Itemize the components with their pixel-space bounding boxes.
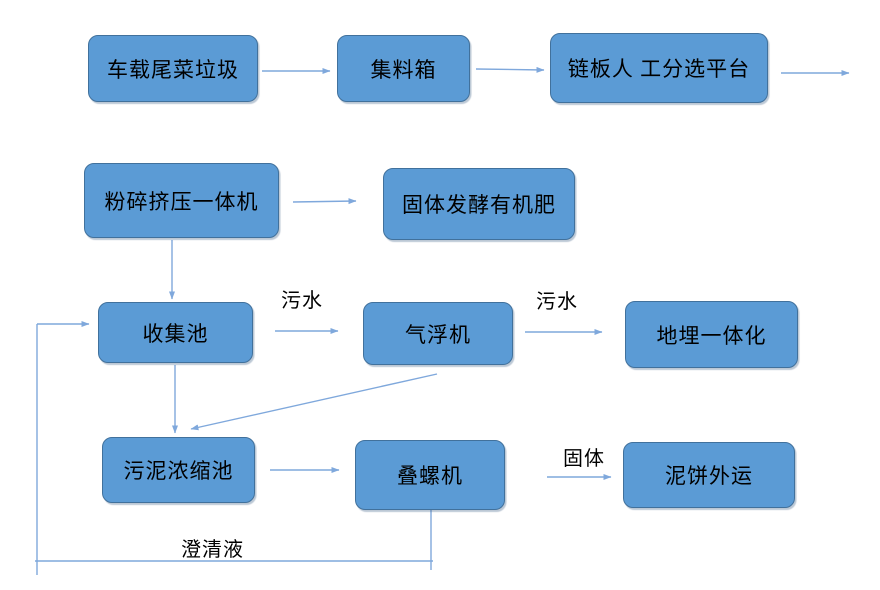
flow-node-label: 污泥浓缩池 [123,459,234,483]
flow-node-label: 粉碎挤压一体机 [104,189,259,214]
connector-crusher-to-fertilizer [292,198,357,205]
flow-node-label: 地埋一体化 [656,323,767,348]
flow-node-label: 链板人 工分选平台 [567,57,751,81]
flow-node-sorting-platform: 链板人 工分选平台 [550,33,768,103]
flow-node-sludge-thickener: 污泥浓缩池 [102,437,255,503]
flow-node-label: 固体发酵有机肥 [402,193,556,217]
flow-node-screw-press: 叠螺机 [355,440,505,510]
flow-node-collection-pool: 收集池 [98,302,253,363]
edge-label-sewage-1: 污水 [281,290,323,312]
flow-node-buried-integration: 地埋一体化 [625,301,798,368]
connector-box-to-platform [475,66,545,73]
flow-node-label: 叠螺机 [397,464,463,488]
flow-node-crusher-press: 粉碎挤压一体机 [84,163,279,238]
flow-node-air-flotation: 气浮机 [363,302,513,365]
flow-node-mudcake-transport: 泥饼外运 [623,442,795,508]
flow-node-label: 气浮机 [405,322,471,347]
edge-label-sewage-2: 污水 [536,291,578,313]
flow-node-organic-fertilizer: 固体发酵有机肥 [383,168,575,240]
flow-node-label: 收集池 [142,321,209,346]
connector-flotation-to-thickener [190,373,438,431]
flow-node-truck-waste: 车载尾菜垃圾 [88,35,258,102]
flow-node-label: 泥饼外运 [665,464,753,488]
edge-label-solid: 固体 [563,448,605,470]
flow-node-label: 集料箱 [370,57,437,82]
edge-label-clarified-liquid: 澄清液 [181,539,244,561]
flow-node-collection-box: 集料箱 [337,35,470,102]
flow-node-label: 车载尾菜垃圾 [107,57,239,82]
